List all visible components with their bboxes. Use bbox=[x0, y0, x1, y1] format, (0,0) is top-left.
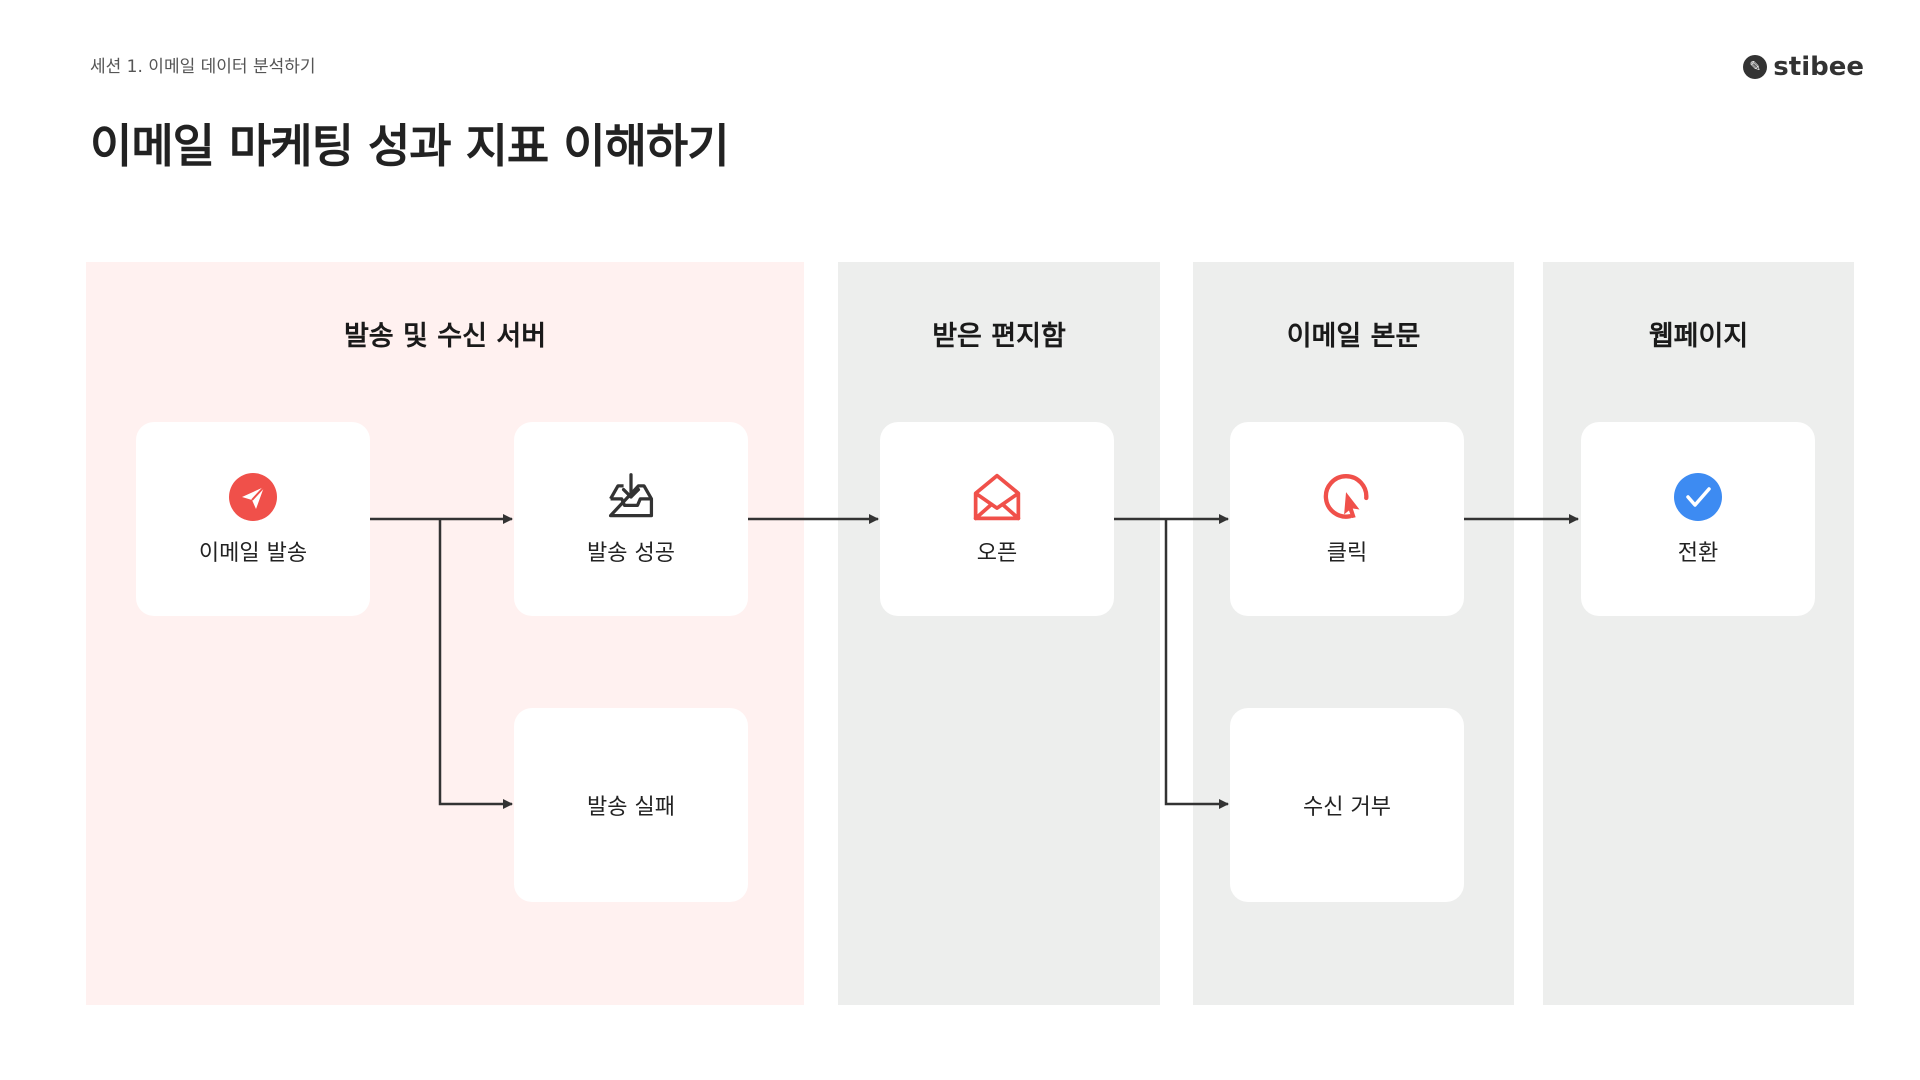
card-label: 전환 bbox=[1677, 541, 1719, 566]
card-label: 수신 거부 bbox=[1303, 795, 1391, 820]
card-label: 오픈 bbox=[976, 541, 1018, 566]
column-email-body: 이메일 본문 클릭 수신 거부 bbox=[1193, 262, 1514, 1005]
stibee-logo-icon: ✎ bbox=[1743, 55, 1768, 79]
card-conversion: 전환 bbox=[1581, 422, 1815, 616]
column-webpage: 웹페이지 전환 bbox=[1543, 262, 1854, 1005]
card-open: 오픈 bbox=[880, 422, 1114, 616]
card-label: 이메일 발송 bbox=[198, 541, 308, 566]
brand-name: stibee bbox=[1773, 52, 1864, 82]
paper-plane-icon bbox=[227, 471, 279, 523]
brand-logo: ✎ stibee bbox=[1743, 52, 1864, 82]
check-circle-icon bbox=[1672, 471, 1724, 523]
card-send-success: 발송 성공 bbox=[514, 422, 748, 616]
card-email-send: 이메일 발송 bbox=[136, 422, 370, 616]
column-title: 발송 및 수신 서버 bbox=[343, 321, 547, 352]
column-title: 받은 편지함 bbox=[932, 321, 1066, 352]
column-title: 웹페이지 bbox=[1648, 321, 1749, 352]
page-title: 이메일 마케팅 성과 지표 이해하기 bbox=[90, 119, 730, 173]
column-sending-server: 발송 및 수신 서버 이메일 발송 발송 성공 발송 실패 bbox=[86, 262, 804, 1005]
card-label: 발송 실패 bbox=[587, 795, 675, 820]
card-click: 클릭 bbox=[1230, 422, 1464, 616]
card-unsubscribe: 수신 거부 bbox=[1230, 708, 1464, 902]
open-envelope-icon bbox=[971, 471, 1023, 523]
inbox-download-icon bbox=[605, 471, 657, 523]
cursor-click-icon bbox=[1321, 471, 1373, 523]
column-inbox: 받은 편지함 오픈 bbox=[838, 262, 1160, 1005]
session-subtitle: 세션 1. 이메일 데이터 분석하기 bbox=[90, 57, 316, 77]
card-label: 클릭 bbox=[1326, 541, 1368, 566]
column-title: 이메일 본문 bbox=[1286, 321, 1421, 352]
card-send-fail: 발송 실패 bbox=[514, 708, 748, 902]
card-label: 발송 성공 bbox=[587, 541, 675, 566]
